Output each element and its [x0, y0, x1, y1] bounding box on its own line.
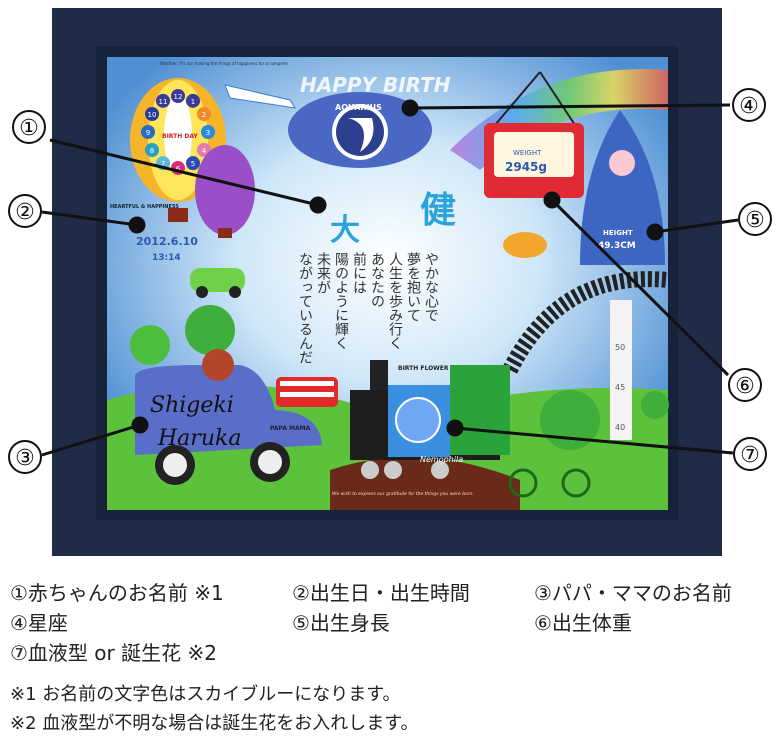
poem-line: ながっているんだ [297, 252, 313, 364]
clock-number-bubble [145, 143, 160, 157]
callout-7: ⑦ [733, 437, 767, 471]
papa-mama-label: PAPA MAMA [270, 425, 311, 432]
poem-line: 夢を抱いて [405, 252, 421, 322]
parents-car [135, 365, 322, 455]
legend-item: ③パパ・ママのお名前 [534, 581, 732, 605]
clock-number-bubble [171, 89, 185, 103]
poem-text: やかな心で 夢を抱いて 人生を歩み行く あなたの 前には 陽のように輝く 未来が… [296, 252, 440, 372]
clock-number: 6 [176, 165, 181, 173]
callout-2: ② [8, 194, 42, 228]
ruler-tick: 45 [615, 383, 625, 392]
callout-3: ③ [8, 440, 42, 474]
clock-number: 4 [202, 147, 207, 155]
poem-line: あなたの [369, 252, 385, 308]
tagline-text: Weather, it's our making the things of h… [160, 61, 288, 66]
callout-6: ⑥ [728, 368, 762, 402]
nemophila-flower [395, 397, 441, 443]
height-rocket [580, 110, 665, 265]
birth-time: 13:14 [152, 253, 181, 263]
birth-day-label: BIRTH DAY [162, 133, 198, 140]
poem-line: 人生を歩み行く [387, 252, 403, 350]
clock-number: 2 [202, 111, 206, 119]
birth-flower-name: Nemophila [420, 455, 463, 464]
clock-number-bubble [196, 107, 211, 121]
parent-name-2: Haruka [157, 426, 241, 451]
clock-number: 7 [161, 160, 165, 168]
child-name-1: 大 [330, 213, 360, 248]
height-label: HEIGHT [603, 229, 633, 237]
legend-item: ②出生日・出生時間 [292, 581, 470, 605]
clock-number: 8 [150, 147, 154, 155]
legend-item: ⑥出生体重 [534, 611, 632, 635]
callout-4: ④ [732, 88, 766, 122]
zodiac-label: AQUARIUS [335, 103, 382, 112]
parent-name-1: Shigeki [150, 393, 234, 418]
footnote-1: ※1 お名前の文字色はスカイブルーになります。 [10, 684, 401, 705]
clock-number: 1 [191, 98, 195, 106]
clock-number-bubble [186, 156, 200, 171]
ruler-tick: 40 [615, 423, 625, 432]
height-value: 49.3CM [598, 241, 636, 251]
message-text: We wish to express our gratitude for the… [332, 491, 474, 497]
clock-number: 9 [146, 129, 150, 137]
poem-line: 前には [351, 252, 367, 294]
heartful-label: HEARTFUL & HAPPINESS [110, 204, 179, 210]
legend-item: ⑦血液型 or 誕生花 ※2 [10, 641, 217, 665]
legend-item: ⑤出生身長 [292, 611, 390, 635]
weight-value: 2945g [505, 160, 547, 174]
clock-number: 3 [206, 129, 210, 137]
clock-number: 11 [159, 98, 168, 106]
birth-flower-label: BIRTH FLOWER [398, 365, 449, 372]
legend-item: ④星座 [10, 611, 68, 635]
birth-date: 2012.6.10 [136, 235, 198, 248]
clock-number-bubble [156, 93, 170, 108]
clock-number-bubble [145, 107, 160, 121]
callout-5: ⑤ [738, 202, 772, 236]
clock-number-bubble [141, 125, 155, 139]
clock-number: 12 [174, 93, 183, 101]
poem-line: やかな心で [423, 252, 439, 322]
legend-item: ①赤ちゃんのお名前 ※1 [10, 581, 224, 605]
clock-number-bubble [186, 93, 200, 108]
clock-number: 10 [148, 111, 157, 119]
clock-number: 5 [191, 160, 195, 168]
ruler-tick: 50 [615, 343, 625, 352]
happy-birth-text: HAPPY BIRTH [300, 73, 451, 97]
callout-1: ① [12, 110, 46, 144]
footnote-2: ※2 血液型が不明な場合は誕生花をお入れします。 [10, 713, 419, 734]
weight-label: WEIGHT [513, 149, 542, 157]
clock-number-bubble [201, 125, 215, 139]
poem-line: 未来が [315, 252, 331, 294]
child-name-2: 健 [420, 190, 456, 231]
poem-line: 陽のように輝く [333, 252, 349, 350]
